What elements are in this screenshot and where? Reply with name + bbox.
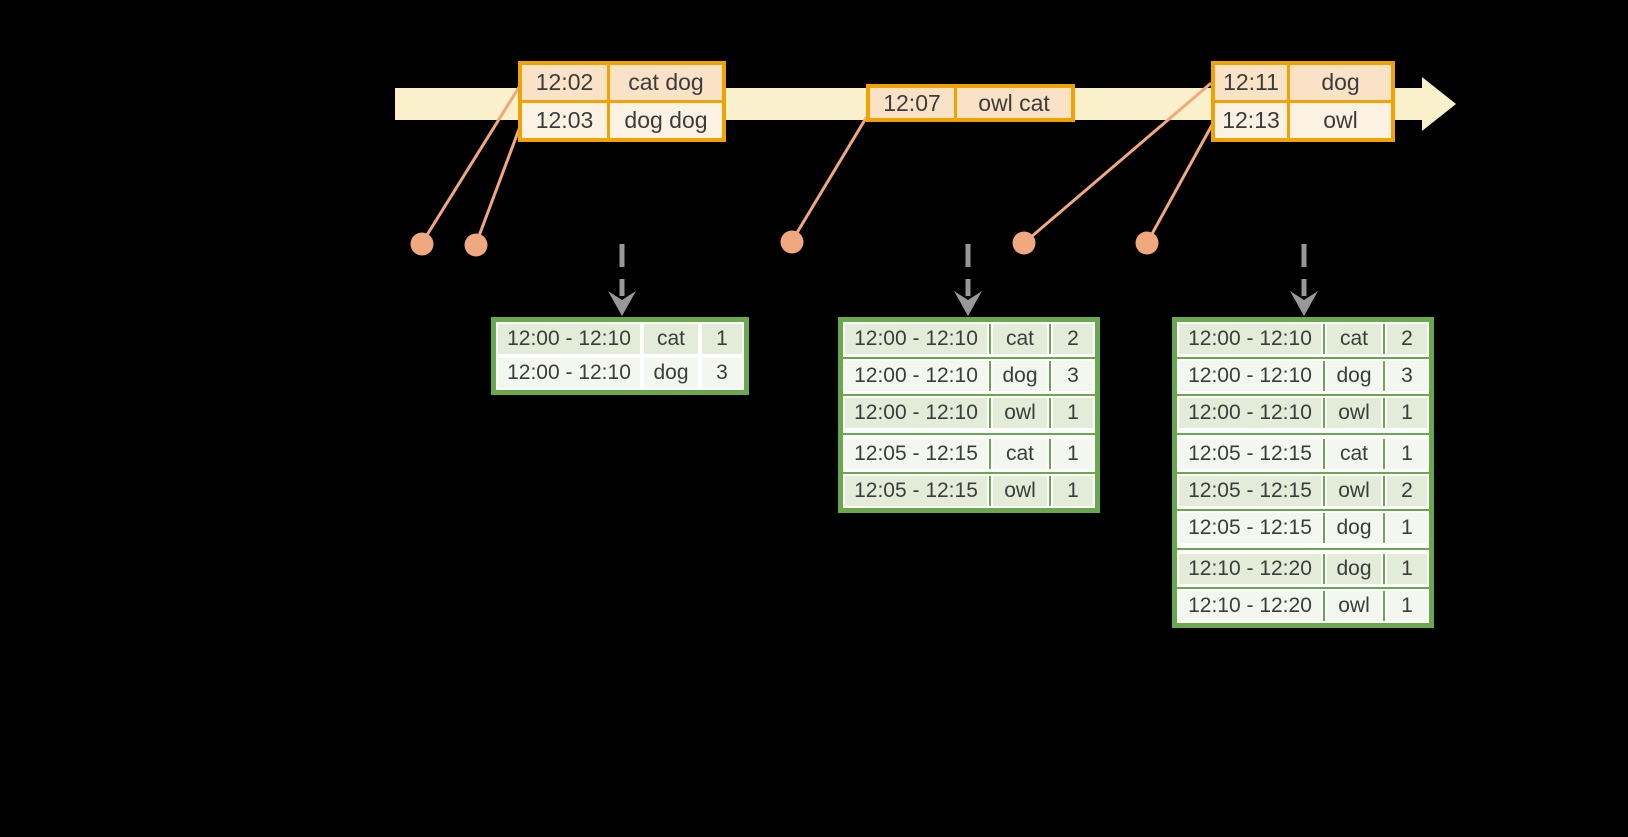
count-cell: 3 [1049,361,1093,391]
count-cell: 2 [1049,324,1093,354]
word-cell: cat [644,324,698,354]
window-cell: 12:05 - 12:15 [1179,439,1321,469]
count-cell: 3 [702,358,742,388]
window-cell: 12:00 - 12:10 [845,361,987,391]
event-box: 12:02 cat dog 12:03 dog dog [518,61,726,142]
word-cell: owl [1323,591,1381,621]
event-row: 12:07 owl cat [870,88,1071,118]
window-cell: 12:05 - 12:15 [1179,513,1321,543]
event-row: 12:11 dog [1215,65,1391,100]
result-row: 12:00 - 12:10 dog 3 [498,358,742,388]
event-words-cell: cat dog [610,65,722,100]
window-cell: 12:00 - 12:10 [845,324,987,354]
word-cell: owl [1323,476,1381,506]
connector-line [1022,82,1212,245]
count-cell: 1 [702,324,742,354]
connector-line [474,122,523,246]
event-row: 12:03 dog dog [522,103,722,138]
window-cell: 12:00 - 12:10 [845,398,987,428]
count-cell: 1 [1049,439,1093,469]
window-cell: 12:05 - 12:15 [1179,476,1321,506]
event-time-cell: 12:07 [870,88,954,118]
event-words-cell: dog [1290,65,1391,100]
result-table: 12:00 - 12:10 cat 2 12:00 - 12:10 dog 3 … [1172,317,1434,628]
trigger-arrowhead-icon [608,291,636,316]
event-time-cell: 12:03 [522,103,607,138]
word-cell: dog [989,361,1047,391]
word-cell: dog [1323,554,1381,584]
event-row: 12:02 cat dog [522,65,722,100]
result-row: 12:10 - 12:20 dog 1 [1177,547,1429,584]
connector-line [420,82,523,245]
window-cell: 12:00 - 12:10 [498,324,640,354]
event-time-cell: 12:02 [522,65,607,100]
event-words-cell: dog dog [610,103,722,138]
connector-line [1145,123,1214,245]
event-time-cell: 12:13 [1215,103,1287,138]
result-row: 12:00 - 12:10 dog 3 [1177,356,1429,391]
result-row: 12:00 - 12:10 cat 2 [1179,324,1427,354]
word-cell: cat [989,439,1047,469]
window-cell: 12:10 - 12:20 [1179,591,1321,621]
event-words-cell: owl [1290,103,1391,138]
window-cell: 12:00 - 12:10 [1179,361,1321,391]
trigger-arrowhead-icon [954,291,982,316]
count-cell: 1 [1383,439,1427,469]
word-cell: cat [1323,324,1381,354]
event-time-cell: 12:11 [1215,65,1287,100]
count-cell: 1 [1383,398,1427,428]
event-dot-icon [464,233,488,257]
count-cell: 1 [1049,476,1093,506]
result-row: 12:00 - 12:10 cat 2 [845,324,1093,354]
result-row: 12:00 - 12:10 dog 3 [843,356,1095,391]
event-box: 12:11 dog 12:13 owl [1211,61,1395,142]
event-box: 12:07 owl cat [866,84,1075,122]
count-cell: 3 [1383,361,1427,391]
window-cell: 12:00 - 12:10 [1179,324,1321,354]
event-words-cell: owl cat [957,88,1071,118]
word-cell: owl [989,398,1047,428]
result-row: 12:00 - 12:10 cat 1 [498,324,742,354]
word-cell: dog [1323,513,1381,543]
result-row: 12:05 - 12:15 cat 1 [843,432,1095,469]
count-cell: 1 [1383,591,1427,621]
count-cell: 1 [1383,554,1427,584]
result-row: 12:10 - 12:20 owl 1 [1177,586,1429,621]
count-cell: 2 [1383,476,1427,506]
result-row: 12:00 - 12:10 owl 1 [1177,393,1429,428]
window-cell: 12:05 - 12:15 [845,476,987,506]
result-row: 12:05 - 12:15 cat 1 [1177,432,1429,469]
word-cell: owl [1323,398,1381,428]
window-cell: 12:00 - 12:10 [1179,398,1321,428]
result-row: 12:05 - 12:15 dog 1 [1177,508,1429,543]
result-table: 12:00 - 12:10 cat 2 12:00 - 12:10 dog 3 … [838,317,1100,513]
event-dot-icon [1012,231,1036,255]
result-row: 12:05 - 12:15 owl 2 [1177,471,1429,506]
result-row: 12:05 - 12:15 owl 1 [843,471,1095,506]
result-row: 12:00 - 12:10 owl 1 [843,393,1095,428]
event-dot-icon [1135,231,1159,255]
event-row: 12:13 owl [1215,103,1391,138]
count-cell: 1 [1049,398,1093,428]
word-cell: cat [1323,439,1381,469]
result-table: 12:00 - 12:10 cat 1 12:00 - 12:10 dog 3 [491,317,749,395]
count-cell: 1 [1383,513,1427,543]
word-cell: dog [1323,361,1381,391]
trigger-arrowhead-icon [1290,291,1318,316]
connector-line [790,116,868,243]
window-cell: 12:05 - 12:15 [845,439,987,469]
count-cell: 2 [1383,324,1427,354]
word-cell: owl [989,476,1047,506]
window-cell: 12:10 - 12:20 [1179,554,1321,584]
word-cell: cat [989,324,1047,354]
event-dot-icon [780,230,804,254]
event-dot-icon [410,232,434,256]
word-cell: dog [644,358,698,388]
window-cell: 12:00 - 12:10 [498,358,640,388]
